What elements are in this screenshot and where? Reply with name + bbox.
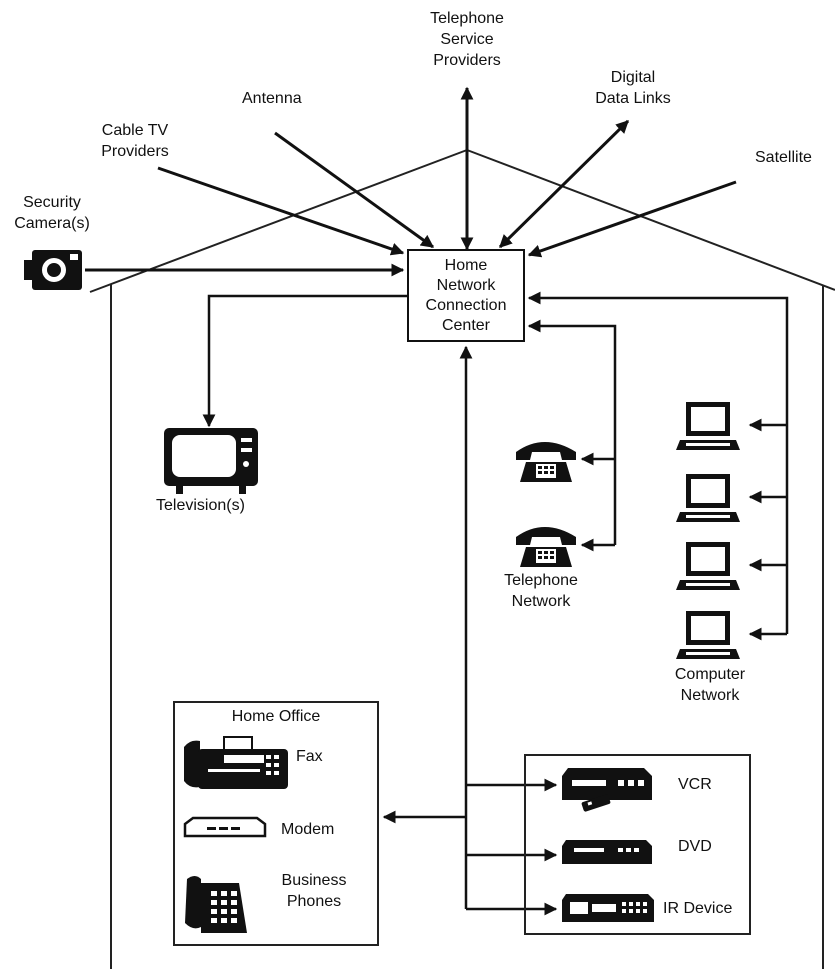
computer-network-trunk: [527, 291, 789, 634]
fax-label: Fax: [296, 748, 323, 765]
av-devices-box: [524, 754, 751, 935]
televisions-label: Television(s): [156, 497, 245, 514]
antenna-arrow: [274, 131, 435, 249]
satellite-arrow: [527, 180, 737, 258]
computer-icon: [676, 402, 740, 450]
telephone-network-label: Telephone Network: [504, 572, 578, 610]
ir-device-icon: [562, 894, 654, 922]
modem-icon: [183, 816, 267, 838]
antenna-label: Antenna: [242, 90, 302, 107]
computer-network-label: Computer Network: [674, 666, 746, 704]
vcr-icon: [562, 768, 652, 812]
home-office-box: [173, 701, 379, 946]
business-phones-label: Business Phones: [281, 872, 347, 910]
hub-label: Home Network Connection Center: [425, 256, 507, 334]
external-connections: [85, 86, 737, 277]
television-link: [202, 294, 407, 428]
dvd-label: DVD: [678, 838, 712, 855]
telephone-network-trunk: [527, 319, 617, 545]
vcr-label: VCR: [678, 776, 712, 793]
fax-icon: [184, 736, 288, 789]
cable-tv-arrow: [157, 166, 405, 256]
security-cameras-label: Security Camera(s): [14, 194, 90, 232]
computer-icon: [676, 611, 740, 659]
cable-tv-label: Cable TV Providers: [101, 122, 169, 160]
modem-label: Modem: [281, 821, 335, 838]
telephone-providers-label: Telephone Service Providers: [430, 10, 504, 69]
telephone-icon: [516, 527, 576, 567]
home-network-connection-center: Home Network Connection Center: [407, 249, 525, 342]
television-icon: [164, 428, 258, 494]
digital-data-links-label: Digital Data Links: [595, 69, 671, 107]
dvd-icon: [562, 840, 652, 864]
data-links-arrow: [498, 119, 630, 249]
telephone-icon: [516, 442, 576, 482]
computer-icon: [676, 542, 740, 590]
home-office-title: Home Office: [231, 708, 321, 725]
roof-left: [89, 149, 468, 293]
computer-icon: [676, 474, 740, 522]
camera-icon: [24, 250, 82, 290]
internal-connections: [202, 291, 789, 916]
business-phone-icon: [185, 876, 247, 933]
satellite-label: Satellite: [755, 149, 812, 166]
ir-device-label: IR Device: [663, 900, 733, 917]
